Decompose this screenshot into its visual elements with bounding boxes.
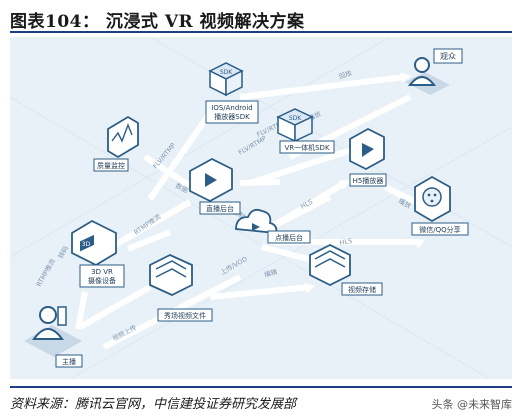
edge-label-e7: HLS: [339, 237, 353, 247]
wechat-node: 微信/QQ分享: [411, 175, 469, 236]
show-video-label: 秀场视频文件: [164, 311, 206, 320]
title-rule: [10, 31, 512, 33]
audience-label: 观众: [440, 52, 456, 61]
h5-node: H5播放器: [349, 127, 387, 187]
storage-node: 视频存储: [309, 243, 383, 296]
live-label: 直播后台: [206, 204, 234, 213]
edge-label-e9: RTMP推流: [132, 211, 163, 236]
source-note: 资料来源：腾讯云官网，中信建投证券研究发展部: [10, 397, 297, 412]
vr-camera-label-2: 摄像设备: [88, 276, 116, 285]
vr-camera-label-1: 3D VR: [91, 268, 113, 276]
anchor-node: 主播: [24, 306, 83, 368]
edge-label-e14: RTMP推流: [34, 257, 57, 288]
watermark: 头条 @未来智库: [431, 398, 513, 411]
connector-lines: [75, 74, 432, 350]
vod-label: 点播后台: [275, 233, 303, 242]
wechat-label: 微信/QQ分享: [419, 225, 460, 234]
play-icon: [205, 173, 217, 187]
storage-label: 视频存储: [348, 285, 376, 294]
edge-label-e2: FLV/RTMP: [237, 134, 268, 156]
microphone-icon: [57, 306, 67, 326]
video-file-icon: [155, 260, 187, 270]
footer-rule: [10, 386, 512, 388]
vr-sdk-box-label: SDK: [289, 115, 302, 122]
live-node: 直播后台: [189, 157, 241, 215]
vr-camera-screen-label: 3D: [82, 241, 91, 248]
show-video-node: 秀场视频文件: [149, 254, 213, 322]
share-icon: [422, 187, 442, 207]
vr-camera-node: 3D 3D VR 摄像设备: [71, 219, 125, 288]
edge-label-e16: 转码: [56, 244, 71, 260]
h5-label: H5播放器: [353, 176, 384, 185]
diagram-canvas: FLV/RTMP FLV/RTMP FLV/RTMP 回放 播放 HLS HLS…: [10, 37, 512, 379]
diagram-svg: FLV/RTMP FLV/RTMP FLV/RTMP 回放 播放 HLS HLS…: [10, 37, 512, 379]
edge-label-e12: 上传/VOD: [219, 254, 249, 277]
cloud-icon: [235, 208, 278, 234]
audience-icon: [414, 57, 430, 73]
vod-node: 点播后台: [235, 208, 311, 244]
ios-sdk-node: SDK IOS/Android 播放器SDK: [205, 62, 259, 124]
ios-sdk-label-2: 播放器SDK: [214, 112, 250, 121]
quality-label: 质量监控: [97, 161, 125, 170]
vr-sdk-label: VR一体机SDK: [284, 143, 329, 152]
edge-label-e13: 编辑: [263, 267, 278, 279]
play-icon: [252, 223, 260, 231]
anchor-icon: [39, 306, 57, 324]
vr-sdk-node: SDK VR一体机SDK: [276, 108, 335, 154]
figure-title: 图表104： 沉浸式 VR 视频解决方案: [10, 12, 305, 32]
quality-node: 质量监控: [93, 115, 139, 172]
anchor-label: 主播: [62, 357, 76, 366]
audience-node: 观众: [405, 48, 463, 95]
chart-monitor-icon: [111, 123, 133, 143]
ios-sdk-label-1: IOS/Android: [211, 104, 252, 112]
edge-label-e4: 回放: [338, 68, 354, 81]
storage-icon: [314, 250, 346, 260]
ios-sdk-box-label: SDK: [220, 69, 233, 76]
play-icon: [362, 143, 374, 157]
camera-icon: [80, 234, 94, 252]
